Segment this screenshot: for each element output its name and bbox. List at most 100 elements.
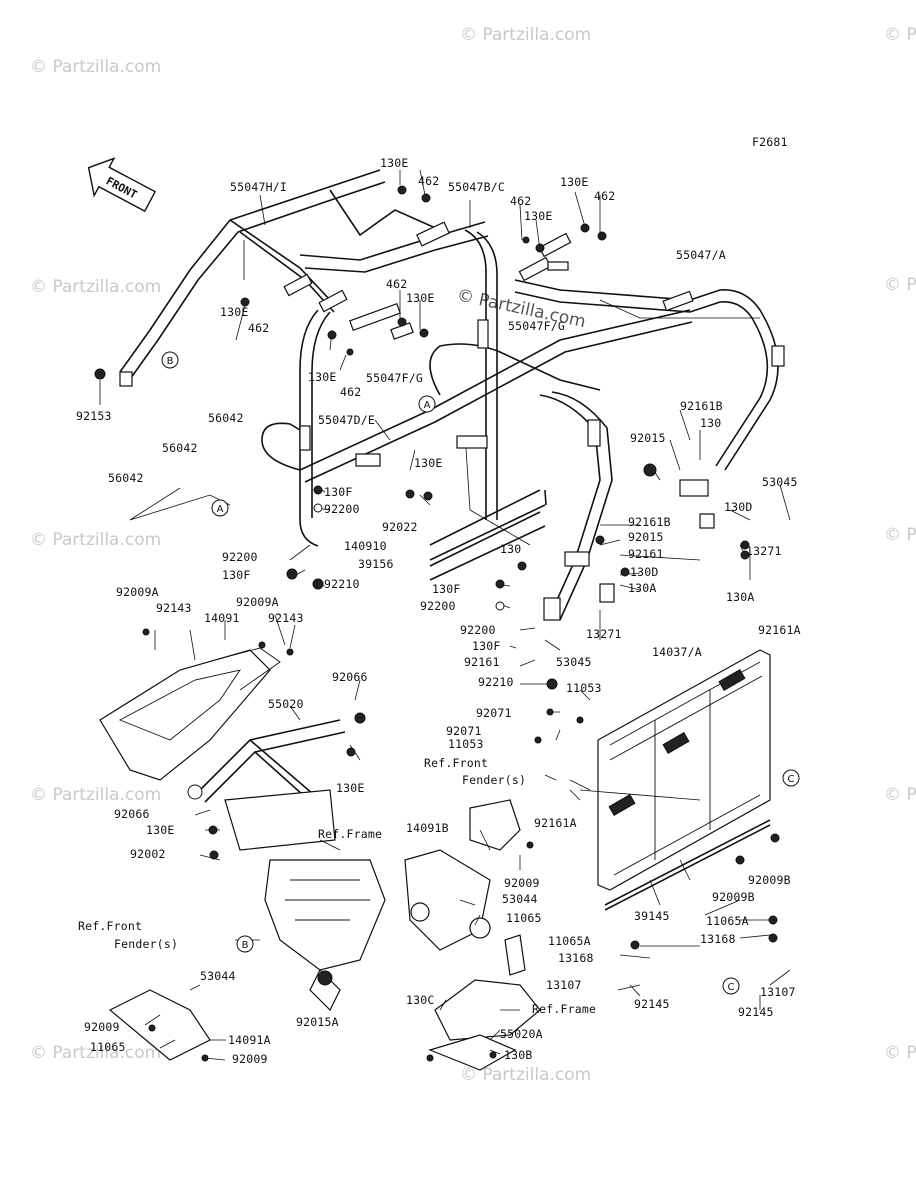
part-label: 130A [726, 590, 755, 604]
watermark-right-1: © Partzilla.com [884, 275, 916, 295]
part-label: 13107 [760, 985, 796, 999]
part-label: 92210 [324, 577, 360, 591]
part-label: Ref.Front [424, 756, 488, 770]
part-label: 462 [386, 277, 407, 291]
watermark-left-2: © Partzilla.com [30, 530, 161, 550]
part-label: 92161A [534, 816, 577, 830]
part-label: 56042 [162, 441, 198, 455]
part-label: 140910 [344, 539, 387, 553]
part-label: 462 [340, 385, 361, 399]
part-label: 13271 [586, 627, 622, 641]
callout-b-1: B [167, 356, 174, 367]
part-label: 462 [418, 174, 439, 188]
part-label: 11065 [90, 1040, 126, 1054]
watermark-left-1: © Partzilla.com [30, 277, 161, 297]
part-label: 130B [504, 1048, 533, 1062]
watermark-right-3: © Partzilla.com [884, 785, 916, 805]
watermark-bottom-center: © Partzilla.com [460, 1065, 591, 1085]
part-label: 462 [594, 189, 615, 203]
watermark-right-4: © Partzilla.com [884, 1043, 916, 1063]
part-label: 92161 [628, 547, 664, 561]
callout-b-2: B [242, 940, 249, 951]
part-label: 55047D/E [318, 413, 375, 427]
hardware-markers [94, 185, 780, 1062]
part-label: 13271 [746, 544, 782, 558]
part-label: 14091A [228, 1033, 271, 1047]
part-label: 55020A [500, 1027, 543, 1041]
part-label: 53045 [762, 475, 798, 489]
part-label: 39145 [634, 909, 670, 923]
part-label: 14037/A [652, 645, 702, 659]
part-label: 130E [414, 456, 443, 470]
part-label: 92015 [628, 530, 664, 544]
watermark-top-right: © Partzilla.com [884, 25, 916, 45]
part-label: 92071 [476, 706, 512, 720]
part-label: 92009B [748, 873, 791, 887]
part-label: 14091B [406, 821, 449, 835]
part-label: Fender(s) [462, 773, 526, 787]
part-label: 92009A [116, 585, 159, 599]
part-label: 39156 [358, 557, 394, 571]
part-label: 55047F/G [366, 371, 423, 385]
part-label: 11065A [706, 914, 749, 928]
part-label: 92009 [504, 876, 540, 890]
part-label: Fender(s) [114, 937, 178, 951]
part-label: 55047/A [676, 248, 726, 262]
part-label: Ref.Frame [318, 827, 382, 841]
watermark-top-left: © Partzilla.com [30, 57, 161, 77]
part-label: 92066 [332, 670, 368, 684]
leader-lines [99, 169, 791, 1061]
part-label: 56042 [208, 411, 244, 425]
part-label: 130F [324, 485, 353, 499]
part-label: 53045 [556, 655, 592, 669]
part-label: 130 [700, 416, 721, 430]
part-label: 92200 [222, 550, 258, 564]
part-label: 92066 [114, 807, 150, 821]
part-label: 130E [220, 305, 249, 319]
part-label: 130 [500, 542, 521, 556]
part-label: 92145 [634, 997, 670, 1011]
part-label: 92200 [420, 599, 456, 613]
part-label: 56042 [108, 471, 144, 485]
callout-c-1: C [788, 774, 795, 785]
part-label: 130E [146, 823, 175, 837]
watermark-left-3: © Partzilla.com [30, 785, 161, 805]
part-label: Ref.Frame [532, 1002, 596, 1016]
part-label: 13168 [558, 951, 594, 965]
part-label: 92143 [268, 611, 304, 625]
callout-circles: B A A C B C [161, 351, 800, 995]
callout-a-2: A [217, 504, 224, 515]
part-label: Ref.Front [78, 919, 142, 933]
part-label: 55020 [268, 697, 304, 711]
part-label: 92161B [680, 399, 723, 413]
part-label: 11065A [548, 934, 591, 948]
watermark-top-center: © Partzilla.com [460, 25, 591, 45]
part-label: 92200 [324, 502, 360, 516]
callout-a-1: A [424, 400, 431, 411]
part-label: 55047B/C [448, 180, 505, 194]
part-label: 92002 [130, 847, 166, 861]
part-label: 55047H/I [230, 180, 287, 194]
part-label: 130E [406, 291, 435, 305]
part-label: 13168 [700, 932, 736, 946]
part-label: 130D [724, 500, 753, 514]
part-label: 92161B [628, 515, 671, 529]
part-label: 11065 [506, 911, 542, 925]
watermark-left-4: © Partzilla.com [30, 1043, 161, 1063]
part-label: 92210 [478, 675, 514, 689]
part-label: 92161A [758, 623, 801, 637]
part-label: 92022 [382, 520, 418, 534]
part-label: 130E [308, 370, 337, 384]
part-label: 130E [560, 175, 589, 189]
part-label: 92153 [76, 409, 112, 423]
part-label: 14091 [204, 611, 240, 625]
part-label: 92009B [712, 890, 755, 904]
part-label: 92071 [446, 724, 482, 738]
part-label: 92161 [464, 655, 500, 669]
part-label: 92200 [460, 623, 496, 637]
part-label: 462 [248, 321, 269, 335]
part-label: 92009 [232, 1052, 268, 1066]
part-label: 130A [628, 581, 657, 595]
part-label: 11053 [566, 681, 602, 695]
